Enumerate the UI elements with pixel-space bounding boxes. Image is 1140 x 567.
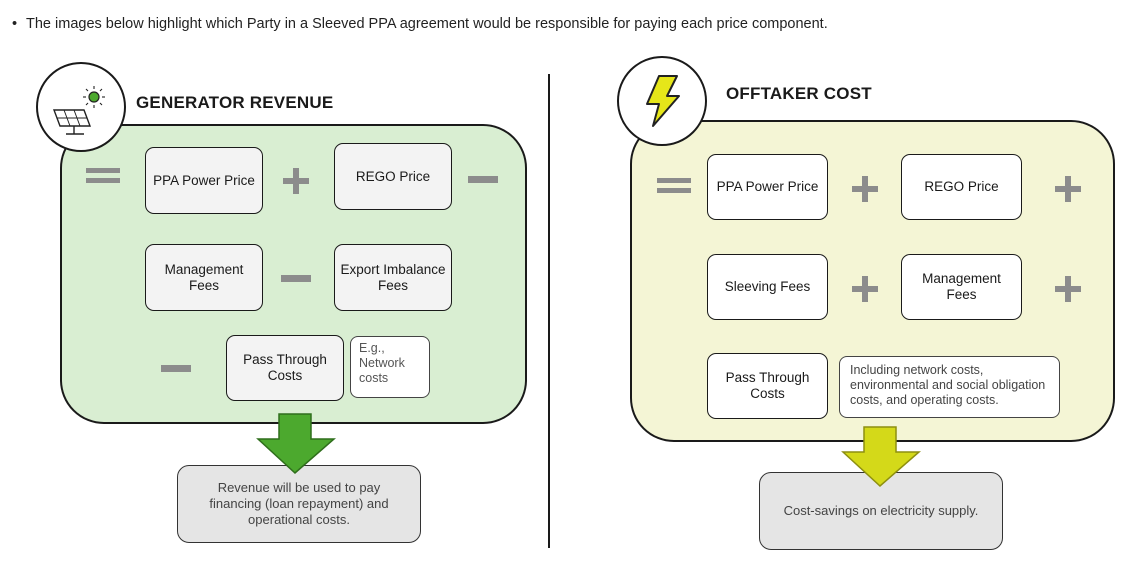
generator-export-imbalance-fees-box: Export Imbalance Fees (334, 244, 452, 311)
offtaker-management-fees-box: Management Fees (901, 254, 1022, 320)
generator-down-arrow (256, 413, 336, 475)
generator-title: GENERATOR REVENUE (136, 93, 334, 112)
equals-sign (657, 178, 691, 193)
plus-sign (1055, 276, 1081, 302)
equals-sign (86, 168, 120, 183)
offtaker-ppa-power-price-box: PPA Power Price (707, 154, 828, 220)
minus-sign (468, 176, 498, 183)
offtaker-pass-through-costs-box: Pass Through Costs (707, 353, 828, 419)
generator-ppa-power-price-box: PPA Power Price (145, 147, 263, 214)
generator-rego-price-box: REGO Price (334, 143, 452, 210)
offtaker-rego-price-box: REGO Price (901, 154, 1022, 220)
solar-panel-icon (52, 86, 105, 135)
generator-management-fees-box: Management Fees (145, 244, 263, 311)
intro-label: The images below highlight which Party i… (26, 16, 828, 32)
generator-icon-circle (36, 62, 126, 152)
offtaker-down-arrow (841, 426, 921, 488)
plus-sign (852, 176, 878, 202)
offtaker-note-box: Including network costs, environmental a… (839, 356, 1060, 418)
bullet: • (12, 16, 18, 32)
generator-pass-through-costs-box: Pass Through Costs (226, 335, 344, 401)
generator-result-box: Revenue will be used to pay financing (l… (177, 465, 421, 543)
offtaker-icon-circle (617, 56, 707, 146)
lightning-bolt-icon (646, 75, 680, 127)
minus-sign (161, 365, 191, 372)
offtaker-title: OFFTAKER COST (726, 84, 872, 103)
intro-text: • The images below highlight which Party … (12, 16, 828, 32)
minus-sign (281, 275, 311, 282)
plus-sign (1055, 176, 1081, 202)
generator-note-box: E.g., Network costs (350, 336, 430, 398)
offtaker-sleeving-fees-box: Sleeving Fees (707, 254, 828, 320)
vertical-divider (548, 74, 550, 548)
plus-sign (852, 276, 878, 302)
plus-sign (283, 168, 309, 194)
